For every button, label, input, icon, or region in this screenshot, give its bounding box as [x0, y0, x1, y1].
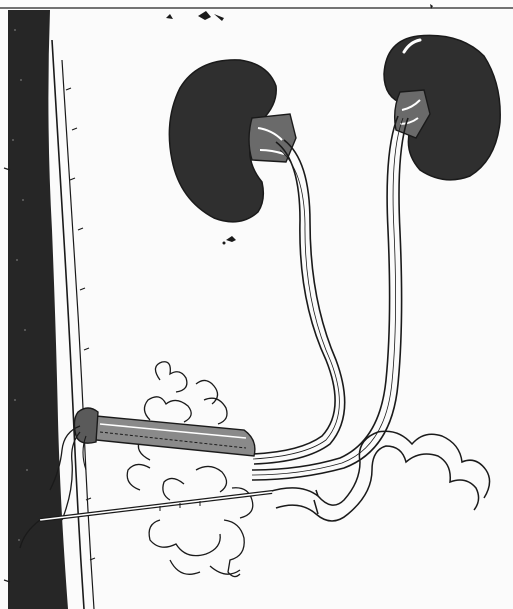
ileal-conduit — [50, 408, 255, 520]
kidney-left-icon — [169, 60, 296, 222]
kidney-right-icon — [384, 35, 500, 179]
ureter-left — [252, 140, 345, 464]
intestine-loop-icon — [127, 362, 253, 577]
peritoneum-line-outer — [62, 60, 94, 609]
